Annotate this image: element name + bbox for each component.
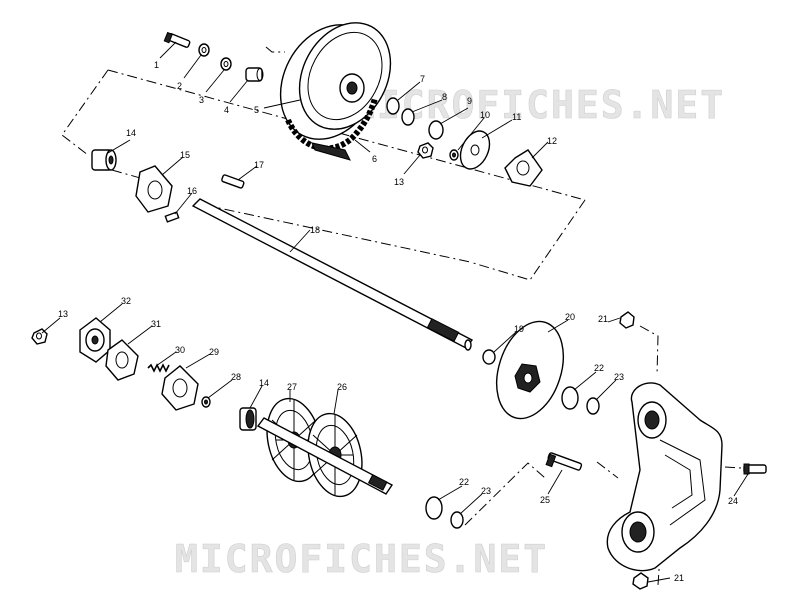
part-5-pulley: [279, 22, 392, 140]
part-13-nut-lower: [31, 328, 48, 345]
callout-29: 29: [209, 347, 219, 357]
callout-7: 7: [420, 74, 425, 84]
callout-32: 32: [121, 296, 131, 306]
part-17-key: [221, 174, 245, 189]
callout-22-upper: 22: [594, 363, 604, 373]
callout-23-lower: 23: [481, 486, 491, 496]
part-28-washer: [201, 396, 211, 408]
part-3-washer: [220, 57, 232, 71]
part-10-washer: [449, 149, 459, 161]
part-14-bearing-upper: [91, 149, 117, 171]
callout-13-upper: 13: [394, 177, 404, 187]
callout-6: 6: [372, 154, 377, 164]
part-31-gasket: [105, 339, 139, 381]
part-6-chain: [285, 97, 378, 161]
callout-27: 27: [287, 382, 297, 392]
callout-9: 9: [467, 96, 472, 106]
callout-18: 18: [310, 225, 320, 235]
callout-26: 26: [337, 382, 347, 392]
callout-20: 20: [565, 312, 575, 322]
callout-8: 8: [442, 92, 447, 102]
part-8-o-ring: [401, 108, 415, 126]
callout-24: 24: [728, 496, 738, 506]
part-16-screw: [164, 211, 180, 223]
part-14-bearing-lower: [239, 407, 257, 431]
callout-21-top: 21: [598, 314, 608, 324]
part-13-nut-upper: [417, 142, 434, 159]
part-25-bolt: [545, 452, 583, 471]
callout-10: 10: [480, 110, 490, 120]
callout-labels: 1 2 3 4 5 6 7 8 9 10 11 12 13 14 15 16 1…: [58, 60, 738, 583]
part-18-shaft: [191, 198, 474, 351]
callout-19: 19: [514, 324, 524, 334]
part-1-bolt: [163, 31, 191, 48]
callout-15: 15: [180, 150, 190, 160]
part-23-seal-upper: [586, 397, 600, 415]
callout-1: 1: [154, 60, 159, 70]
part-7-o-ring: [386, 97, 400, 115]
part-24-bolt: [743, 463, 767, 475]
callout-17: 17: [254, 160, 264, 170]
callout-13-lower: 13: [58, 309, 68, 319]
callout-12: 12: [547, 136, 557, 146]
part-9-o-ring: [428, 120, 444, 140]
callout-23-upper: 23: [614, 372, 624, 382]
callout-3: 3: [199, 95, 204, 105]
callout-21-bottom: 21: [674, 573, 684, 583]
part-11-plate: [459, 130, 491, 170]
part-4-bushing: [245, 67, 264, 82]
part-20-brake-disc: [496, 320, 564, 420]
part-chaincase-housing: [606, 382, 723, 572]
callout-30: 30: [175, 345, 185, 355]
callout-11: 11: [512, 112, 521, 122]
part-19-ring: [482, 349, 496, 365]
part-15-flange: [135, 165, 173, 213]
part-12-flange: [504, 149, 543, 187]
part-23-seal-lower: [450, 511, 464, 529]
callout-16: 16: [187, 186, 197, 196]
callout-4: 4: [224, 105, 229, 115]
part-32-flange-bearing: [79, 317, 111, 363]
callout-2: 2: [177, 81, 182, 91]
callout-14-lower: 14: [259, 378, 269, 388]
leader-lines: [41, 41, 749, 583]
callout-28: 28: [231, 372, 241, 382]
callout-22-lower: 22: [459, 477, 469, 487]
part-29-flange: [161, 365, 199, 411]
callout-31: 31: [151, 319, 161, 329]
part-21-nut-top: [619, 311, 635, 329]
part-22-bearing-upper: [561, 386, 579, 410]
part-30-spring: [147, 363, 170, 373]
part-lower-shaft: [256, 417, 394, 495]
callout-25: 25: [540, 495, 550, 505]
callout-5: 5: [254, 105, 259, 115]
watermark-bottom: MICROFICHES.NET: [175, 537, 548, 581]
part-22-bearing-lower: [425, 496, 443, 520]
callout-14-upper: 14: [126, 128, 136, 138]
part-2-washer: [198, 43, 210, 57]
part-21-nut-bottom: [632, 572, 649, 590]
